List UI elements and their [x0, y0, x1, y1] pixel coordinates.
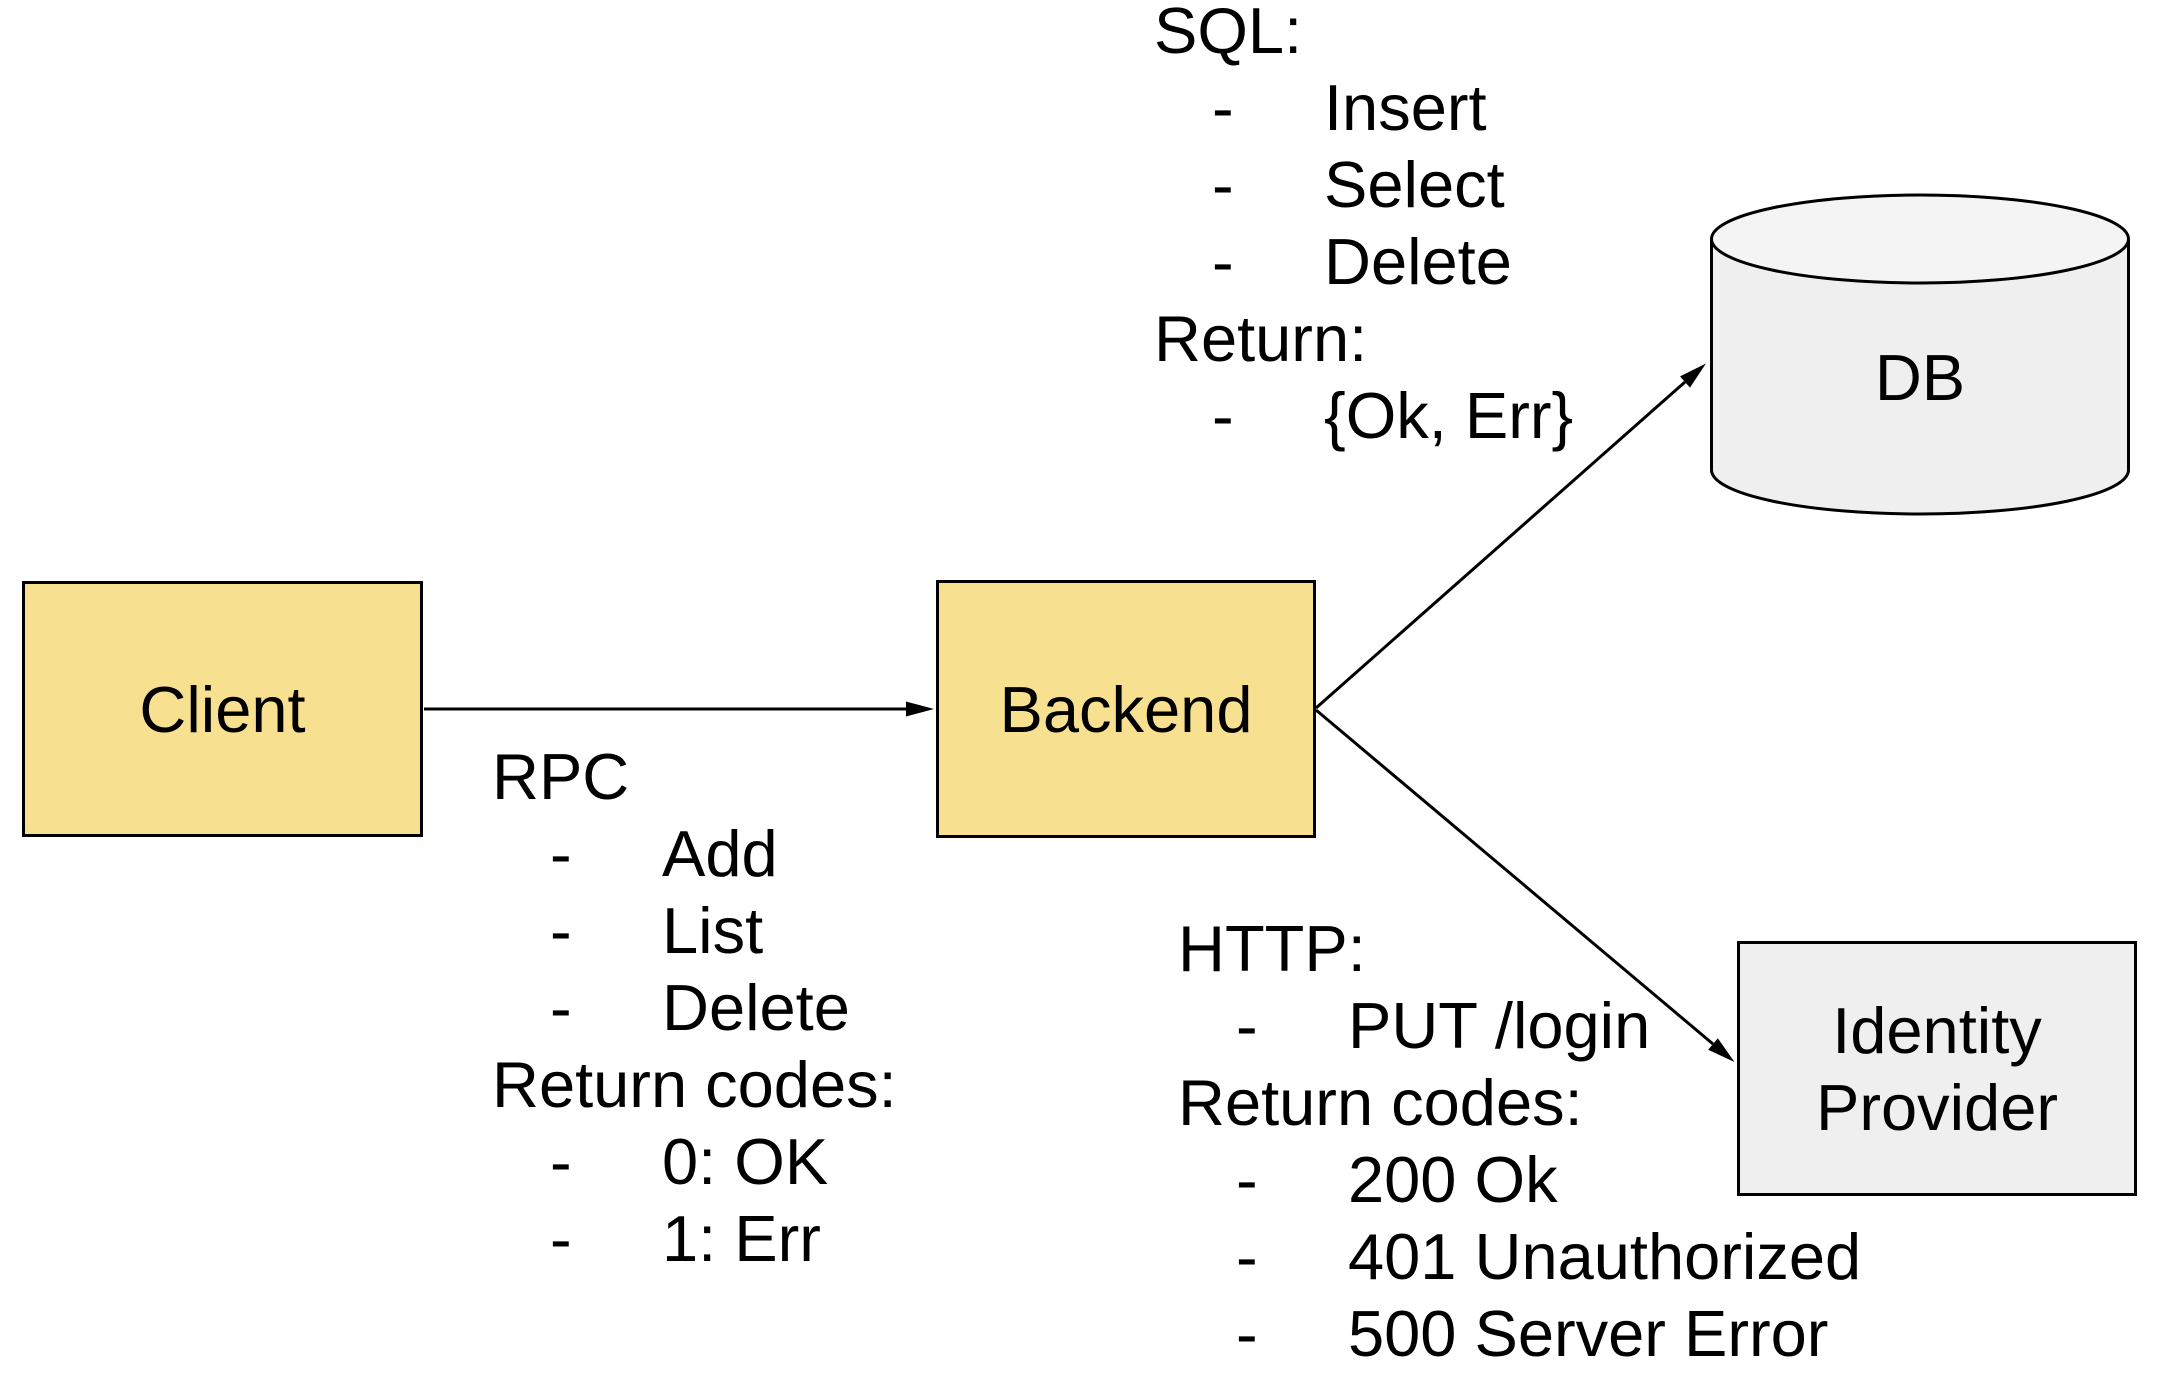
arrow-backend-to-identity-provider	[1315, 708, 1735, 1063]
dash-bullet: -	[550, 894, 572, 967]
rpc-return-item: - 0: OK	[492, 1123, 897, 1200]
rpc-return-item: - 1: Err	[492, 1200, 897, 1277]
dash-bullet: -	[550, 817, 572, 890]
node-db-label: DB	[1874, 341, 1966, 414]
rpc-return-codes-title: Return codes:	[492, 1048, 897, 1121]
node-identity-provider: Identity Provider	[1737, 941, 2137, 1196]
sql-item-text: Insert	[1324, 71, 1487, 144]
http-return-item: - 500 Server Error	[1178, 1295, 1861, 1372]
http-item: - PUT /login	[1178, 987, 1861, 1064]
http-return-item-text: 500 Server Error	[1348, 1297, 1829, 1370]
db-cylinder-shape	[1710, 193, 2130, 516]
http-item-text: PUT /login	[1348, 989, 1651, 1062]
sql-item-text: Select	[1324, 148, 1505, 221]
node-backend-label: Backend	[999, 672, 1253, 746]
dash-bullet: -	[1212, 225, 1234, 298]
sql-item: - Select	[1154, 146, 1573, 223]
sql-item: - Insert	[1154, 69, 1573, 146]
http-return-codes-title: Return codes:	[1178, 1066, 1583, 1139]
dash-bullet: -	[550, 1202, 572, 1275]
dash-bullet: -	[550, 971, 572, 1044]
sql-return-item-text: {Ok, Err}	[1324, 379, 1574, 452]
rpc-item: - Delete	[492, 969, 897, 1046]
dash-bullet: -	[1212, 148, 1234, 221]
http-title: HTTP:	[1178, 912, 1366, 985]
dash-bullet: -	[1236, 989, 1258, 1062]
dash-bullet: -	[1236, 1297, 1258, 1370]
edge-label-sql: SQL: - Insert - Select - Delete Return: - {O…	[1154, 0, 1573, 454]
sql-title: SQL:	[1154, 0, 1303, 67]
http-return-item: - 200 Ok	[1178, 1141, 1861, 1218]
db-cylinder-top	[1710, 193, 2130, 285]
rpc-item: - Add	[492, 815, 897, 892]
rpc-return-item-text: 1: Err	[662, 1202, 821, 1275]
rpc-title: RPC	[492, 740, 630, 813]
edge-label-rpc: RPC - Add - List - Delete Return codes: - 0:…	[492, 738, 897, 1277]
rpc-item-text: Add	[662, 817, 778, 890]
sql-item: - Delete	[1154, 223, 1573, 300]
http-return-item-text: 200 Ok	[1348, 1143, 1558, 1216]
http-return-item: - 401 Unauthorized	[1178, 1218, 1861, 1295]
sql-return-title: Return:	[1154, 302, 1368, 375]
dash-bullet: -	[1212, 71, 1234, 144]
dash-bullet: -	[1212, 379, 1234, 452]
sql-return-item: - {Ok, Err}	[1154, 377, 1573, 454]
node-client-label: Client	[139, 672, 306, 746]
node-client: Client	[22, 581, 423, 837]
node-identity-provider-label-line2: Provider	[1815, 1070, 2059, 1144]
sql-item-text: Delete	[1324, 225, 1512, 298]
rpc-item: - List	[492, 892, 897, 969]
arrow-backend-to-db	[1315, 363, 1706, 710]
rpc-item-text: Delete	[662, 971, 850, 1044]
node-backend: Backend	[936, 580, 1316, 838]
db-cylinder-body	[1710, 239, 2130, 516]
dash-bullet: -	[550, 1125, 572, 1198]
node-identity-provider-label-line1: Identity	[1832, 993, 2042, 1067]
dash-bullet: -	[1236, 1220, 1258, 1293]
dash-bullet: -	[1236, 1143, 1258, 1216]
rpc-item-text: List	[662, 894, 764, 967]
rpc-return-item-text: 0: OK	[662, 1125, 829, 1198]
http-return-item-text: 401 Unauthorized	[1348, 1220, 1862, 1293]
edge-label-http: HTTP: -PUT /login Return codes: -200 Ok …	[1178, 910, 1861, 1372]
